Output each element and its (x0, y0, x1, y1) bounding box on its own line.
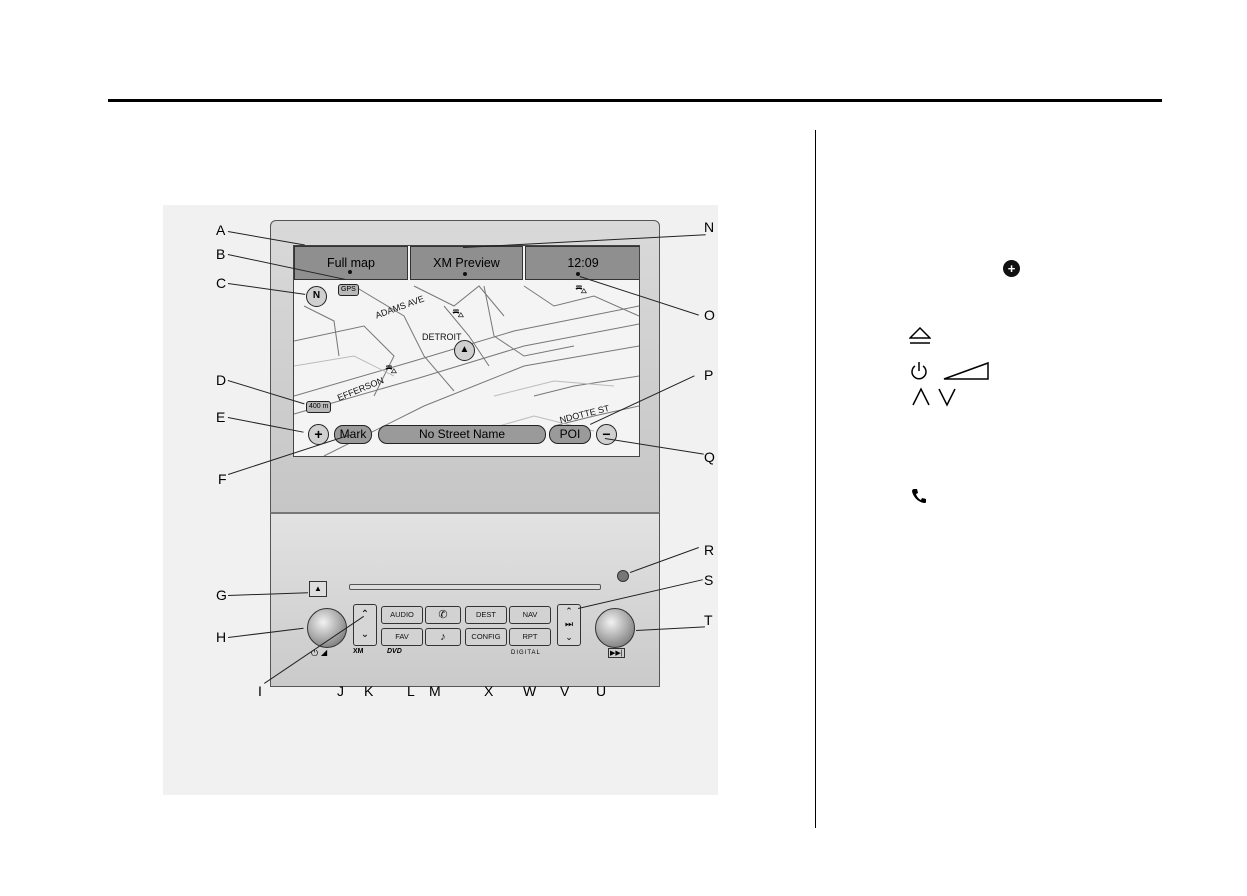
eject-icon (909, 327, 931, 344)
callout-dot (576, 272, 580, 276)
config-button[interactable]: CONFIG (465, 628, 507, 646)
seek-up-down-button[interactable]: ⌃⌄ (353, 604, 377, 646)
north-compass-icon[interactable]: N (306, 286, 327, 307)
callout-p: P (704, 367, 714, 383)
next-track-button[interactable]: ⌃⏭⌄ (557, 604, 581, 646)
nav-screen: Full map XM Preview 12:09 GPS N ▲ ⛍ ⛍ ⛍ … (293, 245, 640, 457)
tune-icon: ▶▶| (608, 648, 625, 658)
audio-button[interactable]: AUDIO (381, 606, 423, 624)
fav-button[interactable]: FAV (381, 628, 423, 646)
callout-n: N (704, 219, 715, 235)
disc-slot (349, 584, 601, 590)
callout-dot (348, 270, 352, 274)
callout-r: R (704, 542, 715, 558)
callout-u: U (596, 683, 607, 699)
callout-w: W (523, 683, 537, 699)
zoom-out-button[interactable]: − (596, 424, 617, 445)
phone-icon (912, 489, 926, 503)
power-icon (911, 362, 927, 380)
dvd-logo: DVD (387, 648, 402, 655)
display-bezel: Full map XM Preview 12:09 GPS N ▲ ⛍ ⛍ ⛍ … (270, 220, 660, 514)
clock-button[interactable]: 12:09 (525, 246, 639, 280)
map-lines (294, 285, 639, 456)
callout-x: X (484, 683, 494, 699)
callout-i: I (258, 683, 262, 699)
callout-e: E (216, 409, 226, 425)
full-map-button[interactable]: Full map (294, 246, 408, 280)
poi-marker-icon: ⛍ (385, 362, 398, 376)
poi-marker-icon: ⛍ (575, 282, 588, 296)
callout-h: H (216, 629, 227, 645)
header-rule (108, 99, 1162, 102)
callout-a: A (216, 222, 226, 238)
vehicle-position-icon: ▲ (454, 340, 475, 361)
eject-button[interactable]: ▲ (309, 581, 327, 597)
plus-circle-icon: + (1003, 260, 1020, 277)
power-volume-knob[interactable] (307, 608, 347, 648)
control-panel: ▲ ⏻ ◢ ▶▶| ⌃⌄ ⌃⏭⌄ AUDIO ✆ DEST NAV FAV ♪ … (270, 512, 660, 687)
volume-icon (943, 361, 989, 380)
callout-b: B (216, 246, 226, 262)
tune-knob[interactable] (595, 608, 635, 648)
callout-j: J (337, 683, 344, 699)
xm-logo: XM (353, 648, 364, 655)
down-arrow-icon (938, 388, 956, 407)
xm-preview-button[interactable]: XM Preview (410, 246, 523, 280)
rpt-button[interactable]: RPT (509, 628, 551, 646)
up-arrow-icon (912, 387, 930, 406)
gps-indicator: GPS (338, 284, 359, 296)
callout-g: G (216, 587, 227, 603)
callout-m: M (429, 683, 441, 699)
callout-v: V (560, 683, 570, 699)
ir-sensor (617, 570, 629, 582)
street-name-display: No Street Name (378, 425, 546, 444)
poi-button[interactable]: POI (549, 425, 591, 444)
poi-marker-icon: ⛍ (452, 306, 465, 320)
callout-o: O (704, 307, 715, 323)
callout-t: T (704, 612, 713, 628)
callout-c: C (216, 275, 227, 291)
dest-button[interactable]: DEST (465, 606, 507, 624)
callout-k: K (364, 683, 374, 699)
map-scale-indicator: 400 m (306, 401, 332, 413)
dolby-logo: DIGITAL (511, 650, 541, 656)
nav-button[interactable]: NAV (509, 606, 551, 624)
callout-dot (463, 272, 467, 276)
navigation-radio-unit: Full map XM Preview 12:09 GPS N ▲ ⛍ ⛍ ⛍ … (270, 220, 660, 687)
music-note-button[interactable]: ♪ (425, 628, 461, 646)
phone-button[interactable]: ✆ (425, 606, 461, 624)
power-icon: ⏻ ◢ (311, 648, 328, 658)
mark-button[interactable]: Mark (334, 425, 372, 444)
street-label: DETROIT (422, 332, 462, 342)
callout-f: F (218, 471, 227, 487)
callout-d: D (216, 372, 227, 388)
callout-q: Q (704, 449, 715, 465)
callout-s: S (704, 572, 714, 588)
column-divider (815, 130, 816, 828)
callout-l: L (407, 683, 415, 699)
